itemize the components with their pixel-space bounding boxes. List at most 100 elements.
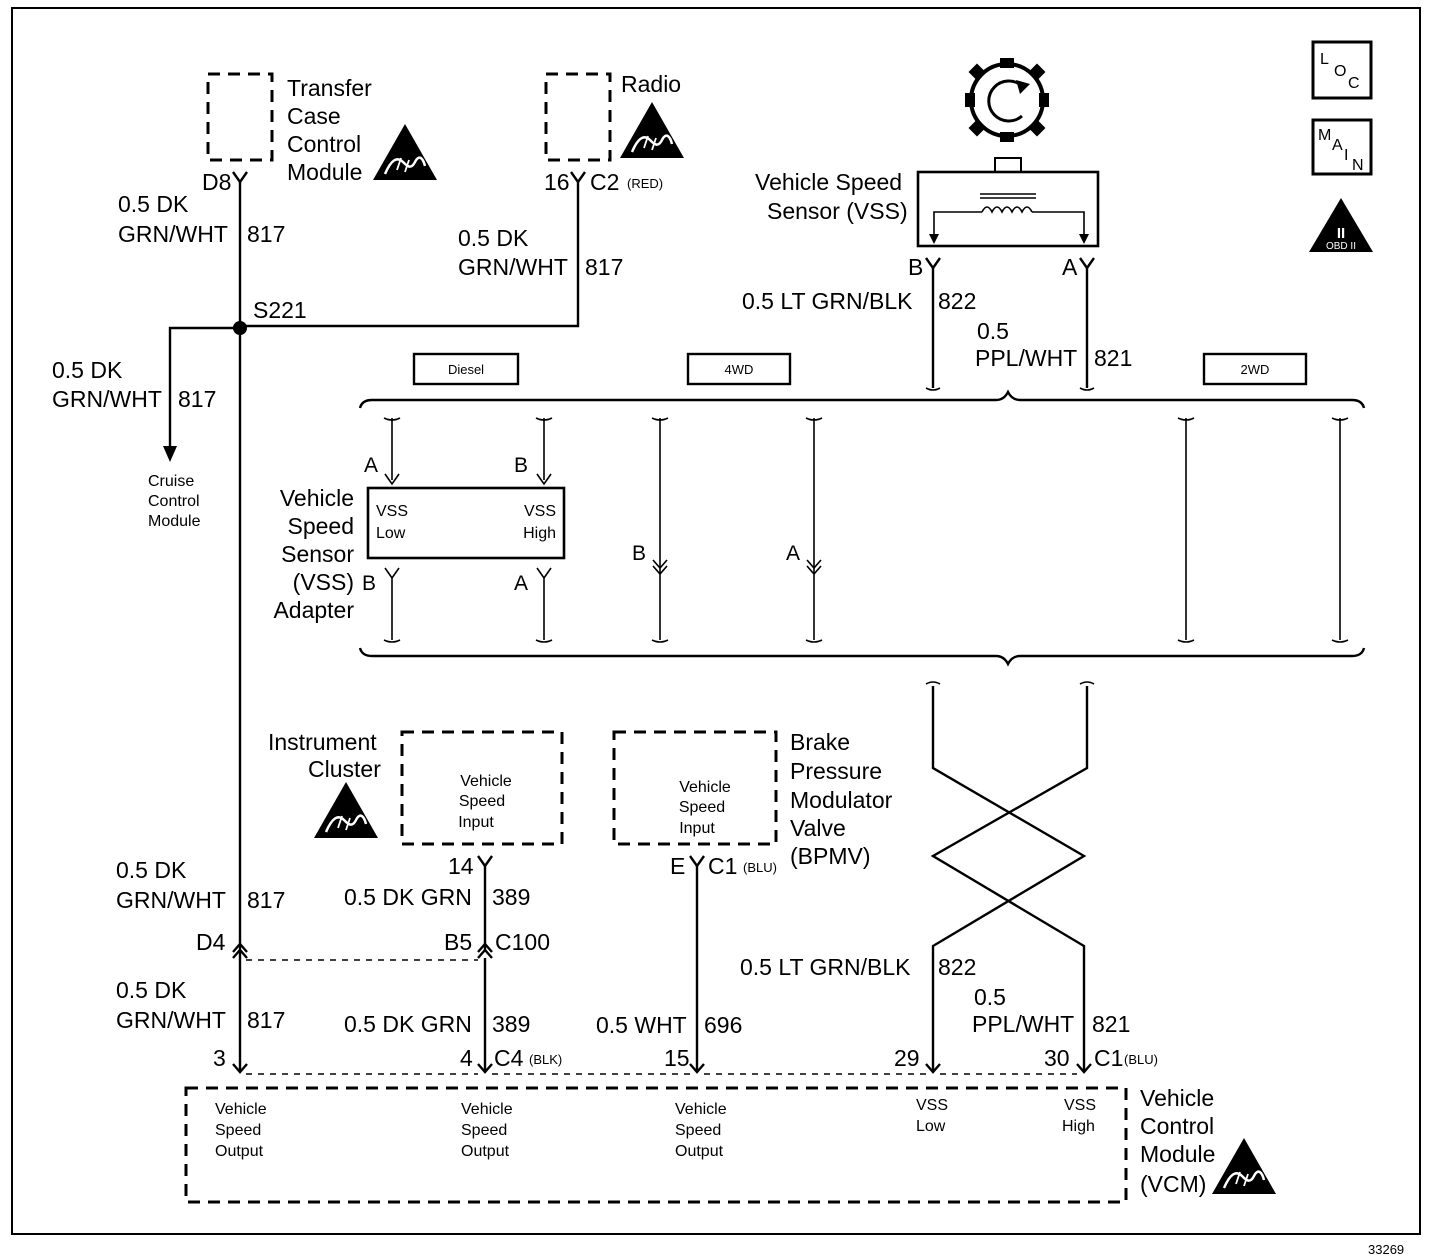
svg-text:Input: Input <box>458 814 494 831</box>
svg-text:Cluster: Cluster <box>308 756 381 782</box>
transfer-case-name: Transfer <box>287 75 372 101</box>
svg-text:30: 30 <box>1044 1045 1070 1071</box>
option-bracket-top <box>358 389 1366 409</box>
wire-size: 0.5 DK <box>116 977 187 1003</box>
wire-color: PPL/WHT <box>972 1011 1074 1037</box>
wire-color: GRN/WHT <box>116 1007 226 1033</box>
svg-text:B: B <box>514 454 528 477</box>
svg-text:B: B <box>632 542 646 565</box>
svg-text:M: M <box>1318 127 1331 144</box>
vehicle-control-module: Vehicle Speed Output Vehicle Speed Outpu… <box>184 1085 1278 1204</box>
svg-text:Pressure: Pressure <box>790 758 882 784</box>
vcm-connector-pins: 3 4 C4 (BLK) 15 29 30 C1 (BLU) <box>213 1045 1158 1075</box>
circuit-number: 696 <box>704 1012 742 1038</box>
bpmv-module: Vehicle Speed Input Brake Pressure Modul… <box>612 729 893 879</box>
svg-text:15: 15 <box>664 1045 690 1071</box>
svg-text:A: A <box>1332 137 1343 154</box>
circuit-number: 389 <box>492 884 530 910</box>
connector-label: C1 <box>708 853 737 879</box>
connector-color: (BLU) <box>743 860 777 875</box>
svg-text:Control: Control <box>1140 1113 1214 1139</box>
wire-color: GRN/WHT <box>116 887 226 913</box>
circuit-number: 817 <box>247 1007 285 1033</box>
pin-label: A <box>1062 254 1078 280</box>
pin-label: 16 <box>544 169 570 195</box>
wire-size: 0.5 DK <box>458 225 529 251</box>
svg-text:Speed: Speed <box>675 1122 721 1139</box>
figure-number: 33269 <box>1368 1242 1404 1257</box>
svg-text:A: A <box>364 454 378 477</box>
svg-text:Speed: Speed <box>287 513 354 539</box>
vss-adapter: A B VSS Low VSS High B A Vehicle Speed S… <box>273 417 566 643</box>
svg-text:Sensor: Sensor <box>281 541 354 567</box>
esd-sensitive-icon <box>618 100 686 160</box>
cruise-control-label: Cruise <box>148 473 194 490</box>
connector-label: C100 <box>495 929 550 955</box>
svg-text:(BPMV): (BPMV) <box>790 843 871 869</box>
wire-822-crossover <box>931 686 1087 1070</box>
svg-text:3: 3 <box>213 1045 226 1071</box>
circuit-number: 821 <box>1092 1011 1130 1037</box>
wire-size: 0.5 <box>977 318 1009 344</box>
svg-text:Input: Input <box>679 820 715 837</box>
svg-text:High: High <box>1062 1118 1095 1135</box>
svg-text:Module: Module <box>1140 1141 1215 1167</box>
circuit-number: 389 <box>492 1011 530 1037</box>
esd-sensitive-icon <box>371 122 439 182</box>
svg-text:4WD: 4WD <box>725 362 754 377</box>
wire-size: 0.5 DK <box>116 857 187 883</box>
option-bracket-bottom <box>358 647 1366 667</box>
svg-text:(VCM): (VCM) <box>1140 1171 1206 1197</box>
connector-color: (RED) <box>627 176 663 191</box>
svg-text:N: N <box>1352 157 1364 174</box>
instrument-cluster: Vehicle Speed Input Instrument Cluster 1… <box>268 729 564 879</box>
loc-icon: L O C <box>1311 40 1373 100</box>
pin-label: 14 <box>448 853 474 879</box>
svg-text:Speed: Speed <box>679 799 725 816</box>
svg-text:Modulator: Modulator <box>790 787 893 813</box>
svg-text:VSS: VSS <box>1064 1097 1096 1114</box>
svg-text:Speed: Speed <box>215 1122 261 1139</box>
splice-label: S221 <box>253 297 307 323</box>
svg-text:O: O <box>1334 63 1346 80</box>
svg-text:VSS: VSS <box>524 503 556 520</box>
option-4wd <box>686 352 792 386</box>
wire-389: 0.5 DK GRN <box>344 1011 472 1037</box>
radio-module: Radio 16 C2 (RED) <box>544 71 686 195</box>
svg-text:C4: C4 <box>494 1045 524 1071</box>
svg-text:Output: Output <box>215 1143 264 1160</box>
svg-text:Module: Module <box>148 513 201 530</box>
pin-label: D8 <box>202 169 231 195</box>
c100-connector: D4 B5 C100 <box>196 929 550 961</box>
svg-text:Vehicle: Vehicle <box>675 1101 727 1118</box>
svg-text:Low: Low <box>376 525 406 542</box>
vss-adapter-name: Vehicle <box>280 485 354 511</box>
wire-color: GRN/WHT <box>458 254 568 280</box>
wire-389: 0.5 DK GRN <box>344 884 472 910</box>
wire-822: 0.5 LT GRN/BLK <box>740 954 911 980</box>
svg-text:(VSS): (VSS) <box>293 569 354 595</box>
svg-text:VSS: VSS <box>916 1097 948 1114</box>
svg-text:High: High <box>523 525 556 542</box>
svg-text:OBD II: OBD II <box>1326 241 1356 252</box>
svg-text:Low: Low <box>916 1118 946 1135</box>
svg-text:Diesel: Diesel <box>448 362 484 377</box>
vss-rotor-icon <box>965 58 1049 142</box>
vcm-name: Vehicle <box>1140 1085 1214 1111</box>
svg-text:II: II <box>1337 225 1345 242</box>
wire-color: GRN/WHT <box>52 386 162 412</box>
instrument-cluster-name: Instrument <box>268 729 377 755</box>
circuit-number: 821 <box>1094 345 1132 371</box>
vss-sensor-body <box>916 170 1100 248</box>
bpmv-name: Brake <box>790 729 850 755</box>
svg-text:Module: Module <box>287 159 362 185</box>
svg-text:Vehicle: Vehicle <box>215 1101 267 1118</box>
wire-size: 0.5 DK <box>52 357 123 383</box>
radio-name: Radio <box>621 71 681 97</box>
wire-color: GRN/WHT <box>118 221 228 247</box>
svg-text:Vehicle: Vehicle <box>460 773 512 790</box>
svg-text:(BLU): (BLU) <box>1124 1052 1158 1067</box>
circuit-number: 822 <box>938 954 976 980</box>
wire-821-crossover <box>930 686 1089 1070</box>
svg-text:A: A <box>514 572 528 595</box>
